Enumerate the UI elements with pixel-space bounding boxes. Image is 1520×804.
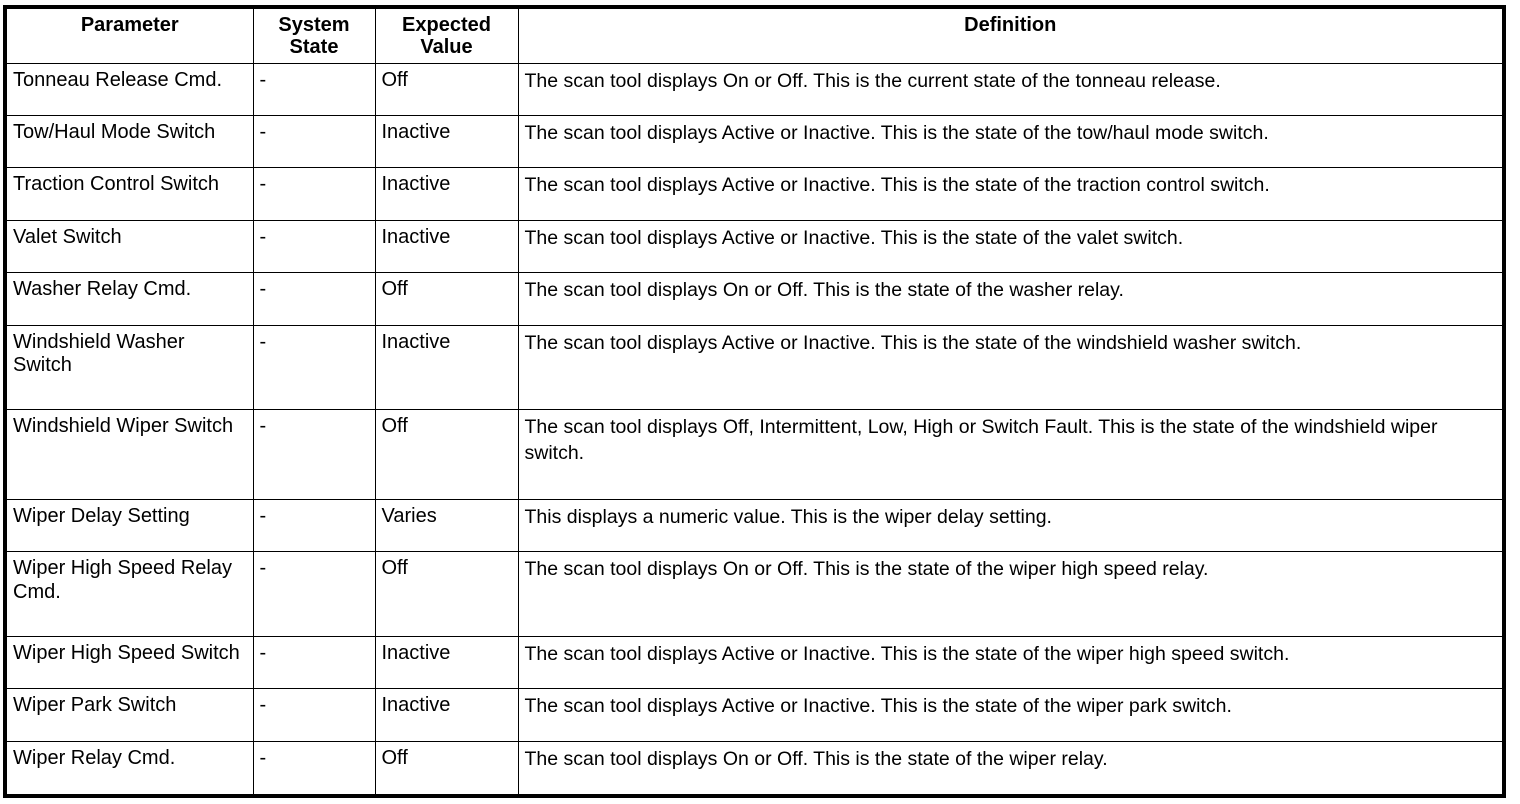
cell-definition: The scan tool displays On or Off. This i… (517, 740, 1505, 797)
cell-system-state: - (252, 499, 376, 553)
cell-expected-value: Off (374, 62, 519, 117)
cell-definition: The scan tool displays Active or Inactiv… (517, 115, 1505, 169)
cell-parameter: Wiper High Speed Relay Cmd. (4, 551, 254, 638)
cell-expected-value: Inactive (374, 688, 519, 742)
cell-parameter: Wiper Delay Setting (4, 499, 254, 553)
cell-system-state: - (252, 167, 376, 221)
cell-system-state: - (252, 219, 376, 274)
cell-expected-value: Inactive (374, 324, 519, 411)
cell-definition: The scan tool displays Active or Inactiv… (517, 219, 1505, 274)
table-header-row: Parameter System State Expected Value De… (4, 6, 1505, 64)
cell-parameter: Windshield Wiper Switch (4, 409, 254, 501)
column-header-system-state: System State (252, 6, 376, 64)
column-header-definition: Definition (517, 6, 1505, 64)
cell-definition: The scan tool displays On or Off. This i… (517, 551, 1505, 638)
cell-definition: The scan tool displays Active or Inactiv… (517, 167, 1505, 221)
scan-tool-parameter-table: Parameter System State Expected Value De… (3, 5, 1506, 798)
cell-system-state: - (252, 324, 376, 411)
cell-parameter: Tow/Haul Mode Switch (4, 115, 254, 169)
cell-definition: The scan tool displays On or Off. This i… (517, 62, 1505, 117)
cell-system-state: - (252, 62, 376, 117)
cell-definition: The scan tool displays Active or Inactiv… (517, 688, 1505, 742)
cell-parameter: Tonneau Release Cmd. (4, 62, 254, 117)
column-header-parameter: Parameter (4, 6, 254, 64)
cell-parameter: Valet Switch (4, 219, 254, 274)
cell-parameter: Windshield Washer Switch (4, 324, 254, 411)
cell-parameter: Wiper Park Switch (4, 688, 254, 742)
cell-definition: The scan tool displays Active or Inactiv… (517, 324, 1505, 411)
cell-expected-value: Inactive (374, 219, 519, 274)
cell-expected-value: Off (374, 740, 519, 797)
column-header-expected-value: Expected Value (374, 6, 519, 64)
cell-definition: This displays a numeric value. This is t… (517, 499, 1505, 553)
cell-system-state: - (252, 688, 376, 742)
cell-definition: The scan tool displays Active or Inactiv… (517, 636, 1505, 690)
cell-parameter: Washer Relay Cmd. (4, 272, 254, 326)
cell-expected-value: Inactive (374, 115, 519, 169)
cell-expected-value: Inactive (374, 636, 519, 690)
cell-expected-value: Off (374, 272, 519, 326)
cell-system-state: - (252, 272, 376, 326)
cell-system-state: - (252, 551, 376, 638)
cell-system-state: - (252, 636, 376, 690)
cell-definition: The scan tool displays Off, Intermittent… (517, 409, 1505, 501)
cell-system-state: - (252, 409, 376, 501)
cell-expected-value: Off (374, 409, 519, 501)
cell-expected-value: Off (374, 551, 519, 638)
cell-parameter: Wiper High Speed Switch (4, 636, 254, 690)
cell-system-state: - (252, 740, 376, 797)
cell-system-state: - (252, 115, 376, 169)
cell-expected-value: Varies (374, 499, 519, 553)
cell-parameter: Wiper Relay Cmd. (4, 740, 254, 797)
cell-expected-value: Inactive (374, 167, 519, 221)
cell-parameter: Traction Control Switch (4, 167, 254, 221)
table-header: Parameter System State Expected Value De… (4, 6, 1505, 64)
cell-definition: The scan tool displays On or Off. This i… (517, 272, 1505, 326)
